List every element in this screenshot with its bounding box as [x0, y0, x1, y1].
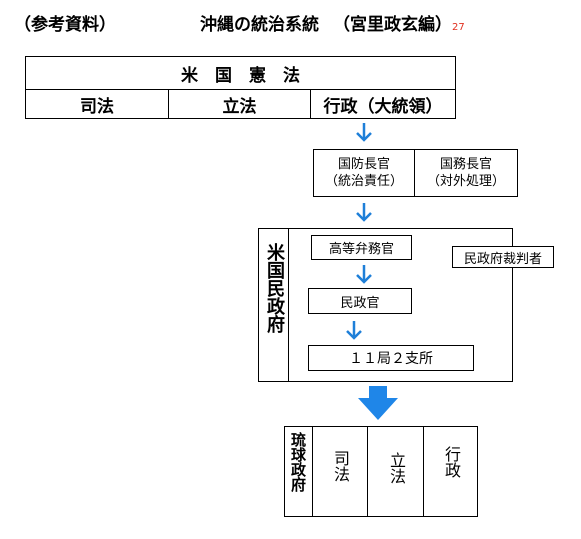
us-constitution-box: 米 国 憲 法: [25, 56, 456, 90]
state-name: 国務長官: [439, 157, 492, 172]
down-arrow-icon: [356, 123, 372, 142]
ryukyu-legislature-label: 立法: [387, 452, 406, 484]
ryukyu-divider-2: [367, 426, 368, 517]
state-role: （対外処理）: [426, 174, 505, 189]
defense-role: （統治責任）: [324, 174, 403, 189]
ryukyu-executive-label: 行政: [442, 446, 461, 478]
civil-administrator-label: 民政官: [340, 295, 380, 311]
civil-administrator-box: 民政官: [308, 288, 412, 314]
ryukyu-divider-3: [423, 426, 424, 517]
down-arrow-icon: [346, 321, 362, 340]
down-arrow-icon: [356, 265, 372, 284]
page-number: 27: [452, 22, 465, 33]
title-text: 沖縄の統治系統: [200, 15, 319, 35]
defense-name: 国防長官: [337, 157, 390, 172]
usca-divider: [288, 228, 289, 382]
big-down-arrow-icon: [358, 386, 398, 420]
us-legislature-box: 立法: [168, 89, 311, 119]
down-arrow-icon: [356, 203, 372, 222]
us-executive-box: 行政（大統領）: [310, 89, 456, 119]
high-commissioner-box: 高等弁務官: [311, 235, 412, 260]
usca-label: 米国民政府: [264, 243, 285, 333]
us-constitution-title: 米 国 憲 法: [181, 65, 300, 86]
ryukyu-divider-1: [312, 426, 313, 517]
ryukyu-judiciary-label: 司法: [331, 450, 350, 482]
diagram-title: 沖縄の統治系統 （宮里政玄編）27: [200, 10, 465, 35]
usca-court-label: 民政府裁判者: [463, 251, 542, 267]
us-judiciary-label: 司法: [80, 96, 114, 117]
us-executive-label: 行政（大統領）: [323, 96, 443, 117]
bureaus-label: １１局２支所: [349, 351, 433, 367]
secretary-of-defense-box: 国防長官 （統治責任）: [313, 149, 415, 197]
reference-label: （参考資料）: [14, 15, 116, 35]
high-commissioner-label: 高等弁務官: [328, 242, 394, 257]
us-judiciary-box: 司法: [25, 89, 169, 119]
ryukyu-government-box: [284, 426, 478, 517]
title-editor: （宮里政玄編）: [333, 15, 452, 35]
bureaus-box: １１局２支所: [308, 345, 474, 371]
ryukyu-label: 琉球政府: [289, 432, 307, 492]
secretary-of-state-box: 国務長官 （対外処理）: [414, 149, 518, 197]
usca-court-box: 民政府裁判者: [452, 246, 554, 268]
us-legislature-label: 立法: [222, 96, 257, 117]
